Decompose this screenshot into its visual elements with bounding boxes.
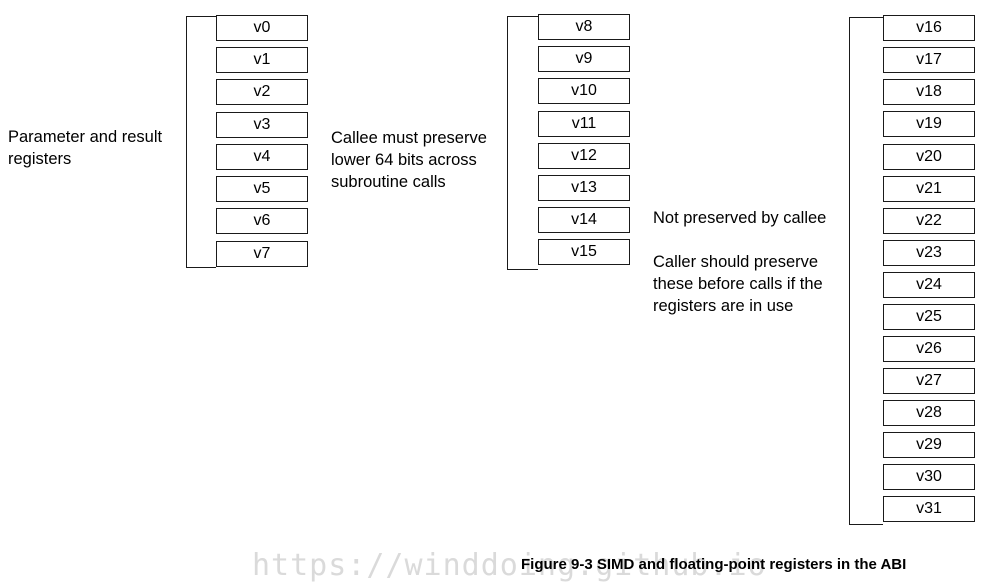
group-3-bracket (849, 17, 883, 525)
register-v8: v8 (538, 14, 630, 40)
register-v12: v12 (538, 143, 630, 169)
register-v3: v3 (216, 112, 308, 138)
group-1-description: Parameter and result registers (8, 128, 163, 168)
group-3-title: Not preserved by callee (653, 209, 827, 227)
register-v19: v19 (883, 111, 975, 137)
group-2-bracket (507, 16, 538, 270)
register-v11: v11 (538, 111, 630, 137)
group-2-description: Callee must preserve lower 64 bits acros… (331, 129, 487, 191)
register-v23: v23 (883, 240, 975, 266)
register-v6: v6 (216, 208, 308, 234)
register-v31: v31 (883, 496, 975, 522)
register-v20: v20 (883, 144, 975, 170)
register-v22: v22 (883, 208, 975, 234)
register-v2: v2 (216, 79, 308, 105)
register-v10: v10 (538, 78, 630, 104)
register-v7: v7 (216, 241, 308, 267)
register-v25: v25 (883, 304, 975, 330)
register-v30: v30 (883, 464, 975, 490)
register-v1: v1 (216, 47, 308, 73)
register-v16: v16 (883, 15, 975, 41)
register-v18: v18 (883, 79, 975, 105)
register-v5: v5 (216, 176, 308, 202)
group-3-description: Caller should preserve these before call… (653, 253, 823, 315)
register-v29: v29 (883, 432, 975, 458)
register-v15: v15 (538, 239, 630, 265)
register-v9: v9 (538, 46, 630, 72)
figure-caption: Figure 9-3 SIMD and floating-point regis… (521, 556, 907, 573)
group-1-bracket (186, 16, 216, 268)
register-v13: v13 (538, 175, 630, 201)
register-v28: v28 (883, 400, 975, 426)
register-v21: v21 (883, 176, 975, 202)
register-v26: v26 (883, 336, 975, 362)
register-v24: v24 (883, 272, 975, 298)
register-v14: v14 (538, 207, 630, 233)
register-v4: v4 (216, 144, 308, 170)
register-v0: v0 (216, 15, 308, 41)
register-v17: v17 (883, 47, 975, 73)
register-v27: v27 (883, 368, 975, 394)
